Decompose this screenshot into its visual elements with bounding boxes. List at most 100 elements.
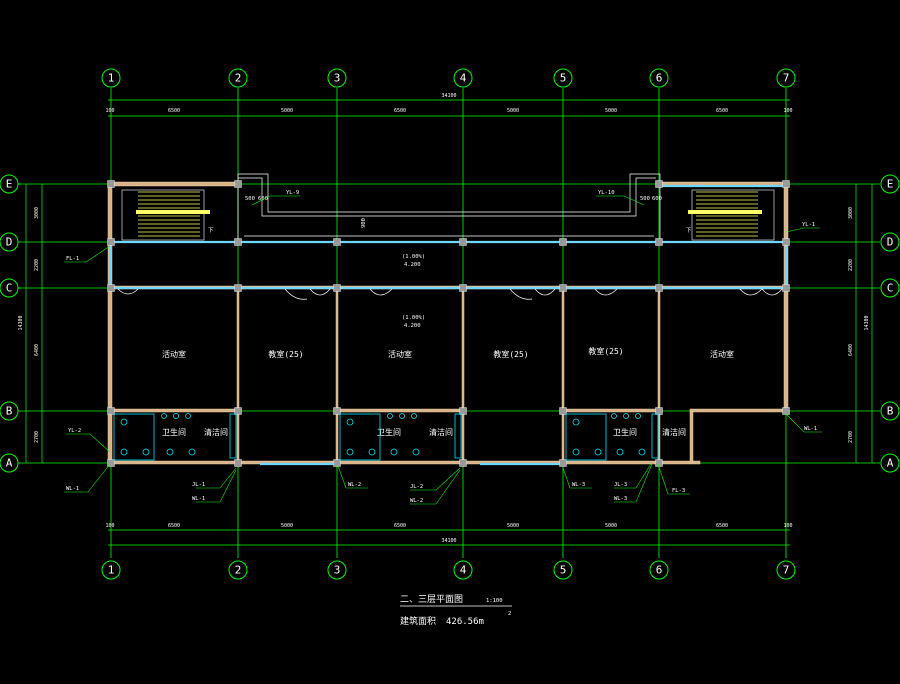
axis-bubble-C	[880, 278, 900, 298]
dim-top-edge-left: 100	[105, 108, 114, 114]
leader-yl2	[66, 433, 111, 453]
dim-bottom-total: 34100	[441, 538, 456, 544]
toilet-stall-block	[565, 413, 607, 461]
column	[655, 180, 663, 188]
basin-icon	[161, 413, 167, 419]
leader-fl1	[64, 245, 111, 263]
leader-wl1-b	[196, 469, 237, 503]
area-label: 建筑面积	[400, 615, 436, 627]
column	[107, 180, 115, 188]
column	[655, 238, 663, 246]
door-swing	[117, 288, 139, 295]
dim-top-seg-3: 6500	[394, 108, 406, 114]
basin-icon	[399, 413, 405, 419]
stair-right-outline	[691, 189, 775, 241]
dim-right-total: 14300	[864, 315, 870, 330]
tag-jl2: JL-2	[410, 484, 423, 490]
room-label-classroom: 教室(25)	[493, 349, 528, 359]
axis-bubble-A	[0, 453, 19, 473]
axis-bubble-label: 2	[235, 72, 242, 85]
column	[459, 459, 467, 467]
column	[459, 407, 467, 415]
door-swing	[534, 288, 556, 296]
leader-wl1-left	[64, 463, 111, 493]
parapet-dim-b: 600	[258, 196, 268, 202]
column	[459, 238, 467, 246]
slab-note: 900	[361, 218, 367, 228]
room-slope-1: (1.00%)	[402, 315, 425, 321]
column	[782, 238, 790, 246]
wall-axis-a	[107, 460, 701, 465]
dim-left-seg-3: 6400	[34, 344, 40, 356]
wc-icon	[142, 448, 150, 456]
wall-cleaning-right	[689, 410, 694, 464]
dim-top-seg-4: 5000	[507, 108, 519, 114]
axis-bubble-label: D	[6, 236, 13, 249]
axis-bubble-label: 5	[560, 564, 567, 577]
door-swings	[117, 288, 783, 300]
leader-wl2	[337, 465, 368, 489]
room-label-activity: 活动室	[710, 349, 734, 359]
room-label-activity: 活动室	[162, 349, 186, 359]
column	[333, 459, 341, 467]
corridor-level-1: 4.200	[404, 262, 421, 268]
dim-top-seg-2: 5000	[281, 108, 293, 114]
column	[559, 407, 567, 415]
axis-bubble-1	[101, 560, 121, 580]
column	[782, 284, 790, 292]
stair-right-treads	[696, 191, 758, 237]
drawing-caption: 二、三层平面图 1:100 建筑面积 426.56m 2	[400, 594, 512, 627]
basin-icon	[411, 413, 417, 419]
wall-axis-2	[236, 288, 240, 464]
room-level-1: 4.200	[404, 323, 421, 329]
axis-bubble-6	[649, 68, 669, 88]
tag-yl10: YL-10	[598, 190, 615, 196]
pipe-tags: YL-9 YL-10 FL-1 YL-1 YL-2 WL-1 WL-1 JL-1…	[64, 190, 822, 505]
dimension-lines: 34100 34100 100 100 100 100 6500 5000 65…	[18, 93, 873, 546]
wc-icon	[390, 448, 398, 456]
tag-wl1-b: WL-1	[192, 496, 205, 502]
structural-columns	[107, 180, 790, 467]
wall-axis-b-right-end	[689, 408, 789, 413]
stair-right: 下	[686, 189, 775, 241]
dim-top-seg-1: 6500	[168, 108, 180, 114]
leader-wl1-right	[785, 413, 822, 433]
axis-bubble-D	[880, 232, 900, 252]
dim-bottom-seg-5: 5000	[605, 523, 617, 529]
axis-bubble-label: 3	[334, 72, 341, 85]
tag-wl3-b: WL-3	[614, 496, 627, 502]
stair-right-landing	[688, 210, 762, 214]
axis-bubble-B	[880, 401, 900, 421]
leader-jl3	[614, 461, 653, 489]
toilet-stall-block	[113, 413, 155, 461]
axis-bubble-E	[880, 174, 900, 194]
drawing-title: 二、三层平面图	[400, 594, 463, 605]
axis-bubble-label: A	[887, 457, 894, 470]
door-swing	[509, 288, 533, 300]
column	[107, 238, 115, 246]
wall-axis-7	[783, 183, 789, 412]
wc-icon	[572, 418, 580, 426]
basin-icon	[387, 413, 393, 419]
axis-bubble-label: B	[6, 405, 13, 418]
axis-bubble-label: 5	[560, 72, 567, 85]
axis-bubble-label: D	[887, 236, 894, 249]
toilet-group-1	[113, 413, 237, 461]
axis-bubble-C	[0, 278, 19, 298]
axis-bubble-label: E	[887, 178, 894, 191]
wall-axis-b-mid	[334, 408, 464, 413]
tag-yl9: YL-9	[286, 190, 299, 196]
leader-fl3	[657, 463, 690, 495]
door-swing	[761, 288, 783, 296]
axis-bubble-label: B	[887, 405, 894, 418]
wc-icon	[594, 448, 602, 456]
dim-left-seg-1: 3000	[34, 207, 40, 219]
column	[559, 459, 567, 467]
dim-bottom-seg-6: 6500	[716, 523, 728, 529]
parapet-dim-d: 600	[652, 196, 662, 202]
tag-wl3: WL-3	[572, 482, 585, 488]
urinal-strip	[454, 413, 462, 459]
room-label-cleaning: 清洁间	[429, 427, 453, 437]
